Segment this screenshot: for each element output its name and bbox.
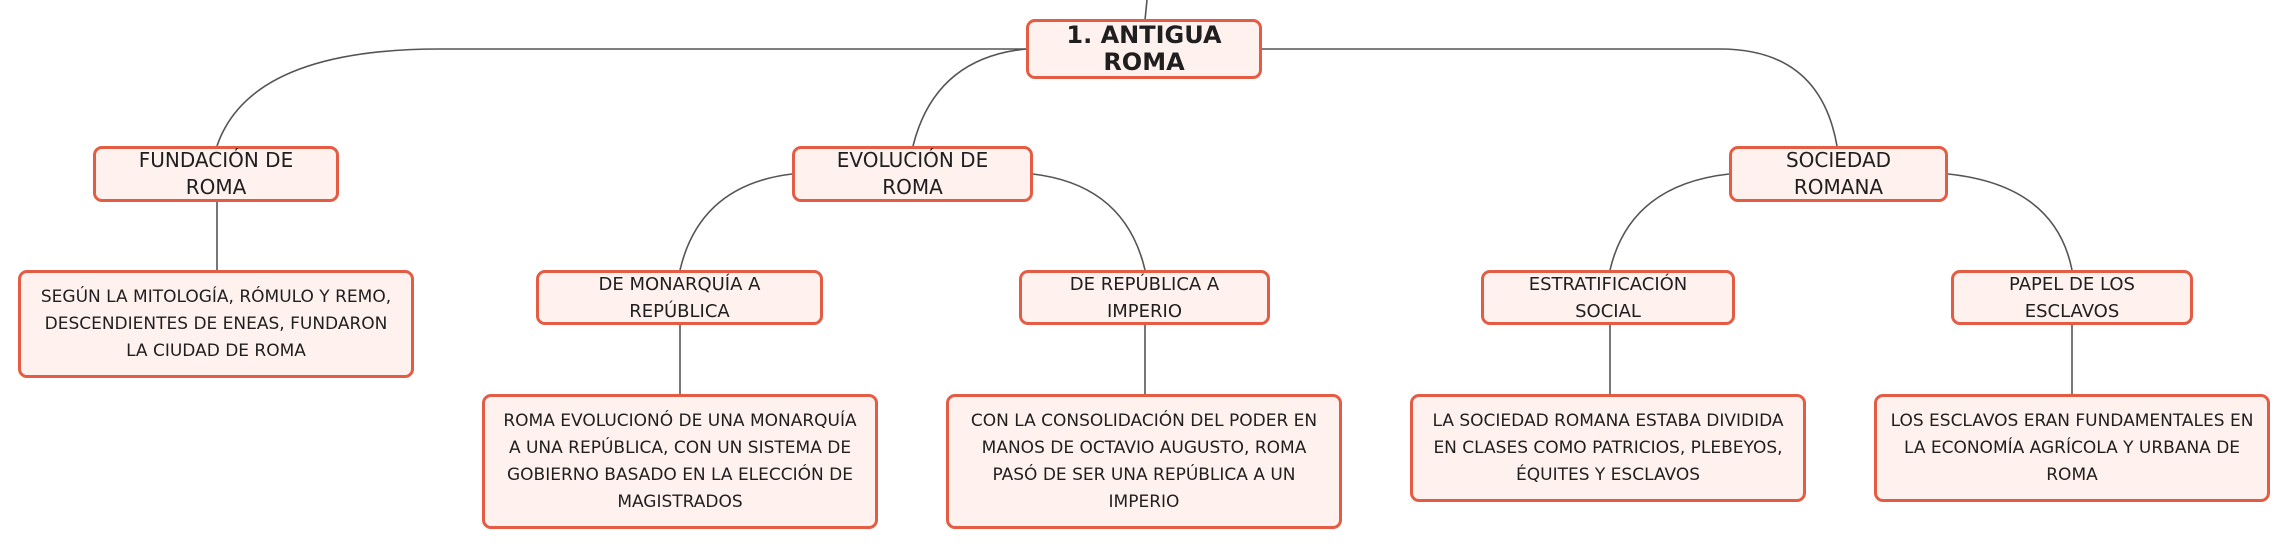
connector-sociedad-esclavos	[1947, 173, 2073, 271]
detail-republica-imperio-text: CON LA CONSOLIDACIÓN DEL PODER EN MANOS …	[970, 410, 1318, 512]
subtopic-monarquia-republica[interactable]: DE MONARQUÍA A REPÚBLICA	[536, 270, 823, 325]
connector-root-sociedad	[1262, 48, 1838, 147]
detail-estratificacion[interactable]: LA SOCIEDAD ROMANA ESTABA DIVIDIDA EN CL…	[1410, 394, 1806, 502]
connector-evolucion-monarquia	[679, 173, 793, 271]
detail-esclavos-text: LOS ESCLAVOS ERAN FUNDAMENTALES EN LA EC…	[1890, 410, 2254, 485]
subtopic-esclavos-label: PAPEL DE LOS ESCLAVOS	[2009, 273, 2135, 322]
detail-monarquia-republica[interactable]: ROMA EVOLUCIONÓ DE UNA MONARQUÍA A UNA R…	[482, 394, 878, 529]
detail-esclavos[interactable]: LOS ESCLAVOS ERAN FUNDAMENTALES EN LA EC…	[1874, 394, 2270, 502]
connector-root-fundacion	[216, 48, 1026, 147]
connector-top-stub	[1144, 0, 1148, 21]
subtopic-esclavos[interactable]: PAPEL DE LOS ESCLAVOS	[1951, 270, 2193, 325]
topic-sociedad-label: SOCIEDAD ROMANA	[1785, 148, 1892, 199]
subtopic-estratificacion[interactable]: ESTRATIFICACIÓN SOCIAL	[1481, 270, 1735, 325]
detail-estratificacion-text: LA SOCIEDAD ROMANA ESTABA DIVIDIDA EN CL…	[1432, 410, 1784, 485]
root-topic-label: 1. ANTIGUA ROMA	[1066, 21, 1222, 76]
subtopic-estratificacion-label: ESTRATIFICACIÓN SOCIAL	[1528, 273, 1688, 322]
root-topic[interactable]: 1. ANTIGUA ROMA	[1026, 19, 1262, 79]
subtopic-republica-imperio-label: DE REPÚBLICA A IMPERIO	[1069, 273, 1220, 322]
detail-fundacion-text: SEGÚN LA MITOLOGÍA, RÓMULO Y REMO, DESCE…	[40, 286, 392, 361]
detail-republica-imperio[interactable]: CON LA CONSOLIDACIÓN DEL PODER EN MANOS …	[946, 394, 1342, 529]
subtopic-monarquia-republica-label: DE MONARQUÍA A REPÚBLICA	[598, 273, 761, 322]
subtopic-republica-imperio[interactable]: DE REPÚBLICA A IMPERIO	[1019, 270, 1270, 325]
detail-monarquia-republica-text: ROMA EVOLUCIONÓ DE UNA MONARQUÍA A UNA R…	[503, 410, 857, 512]
connector-evolucion-imperio	[1032, 173, 1146, 271]
detail-fundacion[interactable]: SEGÚN LA MITOLOGÍA, RÓMULO Y REMO, DESCE…	[18, 270, 414, 378]
topic-evolucion[interactable]: EVOLUCIÓN DE ROMA	[792, 146, 1033, 202]
connector-root-evolucion	[912, 48, 1027, 147]
topic-sociedad[interactable]: SOCIEDAD ROMANA	[1729, 146, 1948, 202]
connector-sociedad-estratificacion	[1609, 173, 1730, 271]
topic-fundacion[interactable]: FUNDACIÓN DE ROMA	[93, 146, 339, 202]
topic-evolucion-label: EVOLUCIÓN DE ROMA	[836, 148, 989, 199]
topic-fundacion-label: FUNDACIÓN DE ROMA	[138, 148, 294, 199]
